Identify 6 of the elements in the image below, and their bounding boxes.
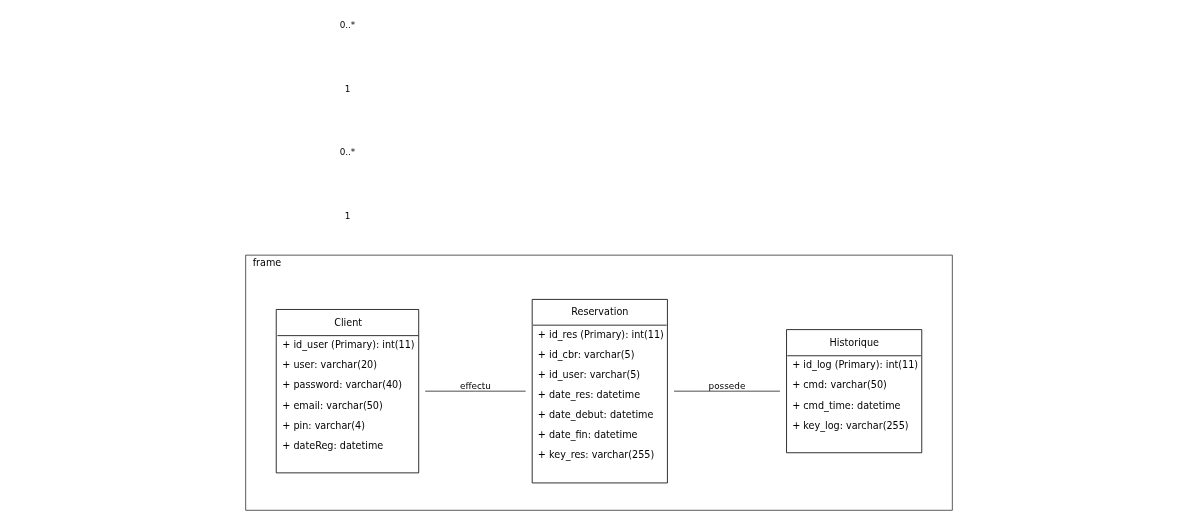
- label: 1: [344, 83, 350, 94]
- edge-label: possede: [708, 380, 745, 391]
- edge-label: effectu: [459, 380, 491, 391]
- label: 0..*: [339, 147, 355, 158]
- label: 0..*: [339, 20, 355, 31]
- label: 1: [344, 210, 350, 221]
